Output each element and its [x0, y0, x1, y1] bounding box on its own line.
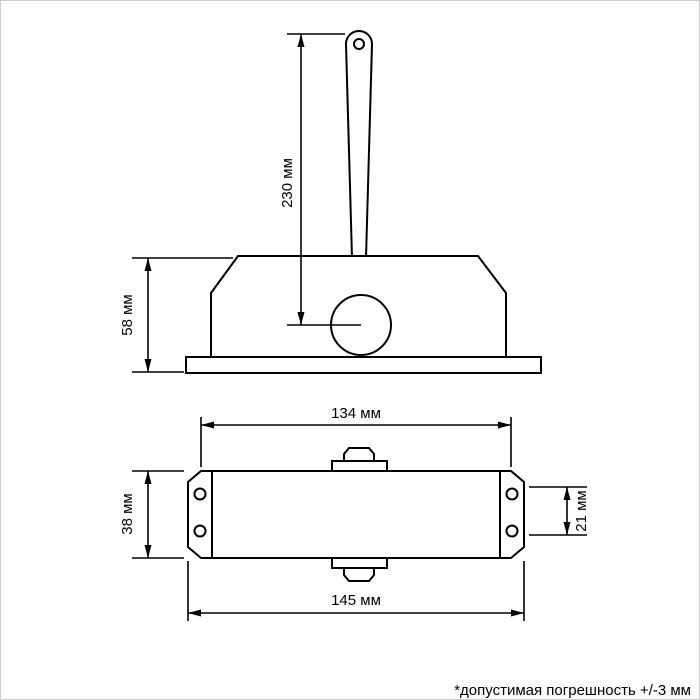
dimension-overall-length: 145 мм	[187, 561, 525, 621]
dim-label-mounting-length: 134 мм	[331, 405, 381, 422]
dim-label-hole-spacing: 21 мм	[573, 490, 590, 531]
base-plate	[185, 356, 542, 374]
mounting-hole	[193, 524, 207, 538]
top-view: 134 мм 145 мм 38 мм 21 мм	[119, 405, 590, 621]
arm-pivot-hole	[353, 38, 365, 50]
dim-label-arm-length: 230 мм	[279, 158, 296, 208]
dimension-body-height: 58 мм	[119, 257, 233, 373]
dim-label-overall-length: 145 мм	[331, 592, 381, 609]
dim-label-body-width: 38 мм	[119, 493, 136, 534]
mounting-hole	[505, 524, 519, 538]
dimension-hole-spacing: 21 мм	[529, 486, 590, 536]
dimension-body-width: 38 мм	[119, 470, 184, 559]
dim-label-body-height: 58 мм	[119, 294, 136, 335]
tolerance-note: *допустимая погрешность +/-3 мм	[454, 682, 691, 699]
bottom-valve-flange	[331, 557, 388, 569]
bottom-valve-tab	[343, 567, 375, 582]
closer-body-plan	[187, 470, 525, 559]
dimension-arm-length: 230 мм	[279, 33, 361, 326]
dimension-mounting-length: 134 мм	[200, 405, 512, 467]
mounting-hole	[505, 487, 519, 501]
side-view: 230 мм 58 мм	[119, 30, 542, 374]
top-valve-flange	[331, 460, 388, 472]
top-valve-tab	[343, 447, 375, 462]
mounting-hole	[193, 487, 207, 501]
closer-arm	[344, 30, 374, 259]
